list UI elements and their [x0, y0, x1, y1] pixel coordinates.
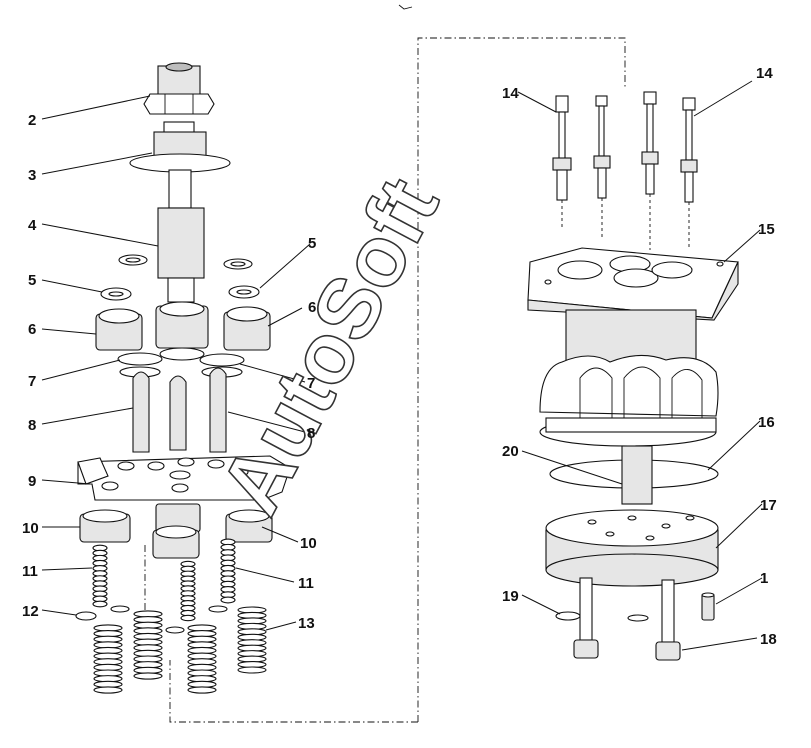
part-20-shaft	[621, 445, 653, 505]
part-18-studs	[573, 577, 681, 661]
part-10-sleeves	[79, 503, 273, 559]
label-14-right: 14	[756, 65, 773, 82]
part-labels: 2 3 4 5 5 6 6 7 7 8 8 9 10 10 11 11 12 1…	[22, 65, 777, 648]
part-17-base	[545, 509, 719, 587]
part-14-bolts	[552, 91, 698, 250]
label-7-right: 7	[307, 375, 315, 392]
label-9: 9	[28, 473, 36, 490]
part-3-washer	[129, 121, 231, 173]
part-11-springs	[92, 538, 236, 622]
label-13: 13	[298, 615, 315, 632]
part-5-washers	[100, 254, 260, 301]
part-12-washers	[75, 605, 228, 634]
part-9-plate	[77, 455, 291, 501]
large-spring	[133, 610, 163, 680]
label-11-right: 11	[298, 575, 314, 592]
small-spring	[92, 544, 108, 608]
label-16: 16	[758, 414, 775, 431]
large-spring	[187, 624, 217, 694]
label-2: 2	[28, 112, 36, 129]
label-10-left: 10	[22, 520, 39, 537]
large-spring	[93, 624, 123, 694]
label-4: 4	[28, 217, 37, 234]
small-spring	[220, 538, 236, 604]
part-4-rod	[157, 169, 205, 303]
label-8-right: 8	[307, 425, 315, 442]
part-6-bushings	[95, 301, 271, 351]
label-6-left: 6	[28, 321, 36, 338]
part-15-housing-cover	[527, 247, 739, 321]
small-spring	[180, 560, 196, 622]
label-6-right: 6	[308, 299, 316, 316]
label-3: 3	[28, 167, 36, 184]
part-19-washers	[555, 611, 649, 622]
label-19: 19	[502, 588, 519, 605]
label-10-right: 10	[300, 535, 317, 552]
pump-body	[539, 309, 719, 447]
label-17: 17	[760, 497, 777, 514]
label-12: 12	[22, 603, 39, 620]
leader-lines	[41, 80, 763, 651]
label-7-left: 7	[28, 373, 36, 390]
part-8-plungers	[132, 367, 227, 453]
label-5-right: 5	[308, 235, 316, 252]
label-1: 1	[760, 570, 768, 587]
part-2-fitting	[143, 62, 215, 115]
label-18: 18	[760, 631, 777, 648]
label-5-left: 5	[28, 272, 36, 289]
assembly-boundary-line	[144, 37, 626, 723]
part-1-pin	[701, 592, 715, 621]
label-8-left: 8	[28, 417, 36, 434]
label-20: 20	[502, 443, 519, 460]
label-15: 15	[758, 221, 775, 238]
large-spring	[237, 606, 267, 674]
top-mark	[398, 4, 413, 10]
label-14-left: 14	[502, 85, 519, 102]
part-13-springs	[93, 606, 267, 694]
label-11-left: 11	[22, 563, 38, 580]
